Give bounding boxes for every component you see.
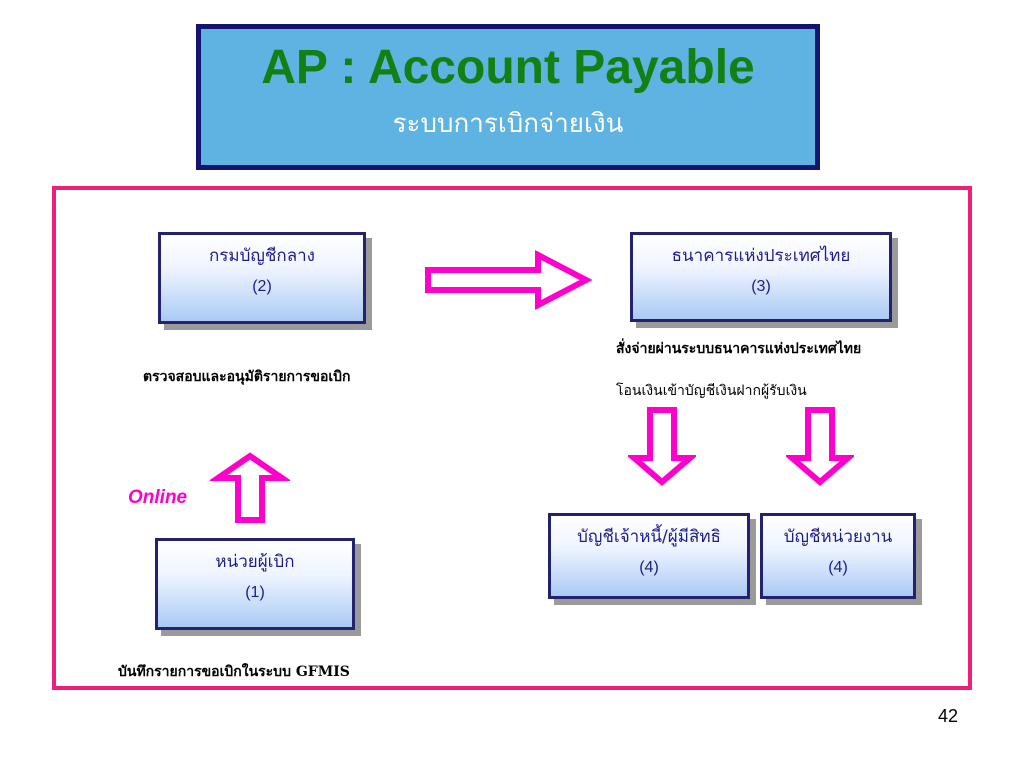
node-requester-number: (1) (245, 584, 265, 601)
node-bank-number: (3) (751, 278, 771, 295)
up-arrow-icon (210, 452, 290, 523)
node-creditor-number: (4) (639, 559, 659, 576)
right-arrow-icon (425, 250, 593, 310)
node-requester-label: หน่วยผู้เบิก (215, 552, 295, 572)
node-creditor-account: บัญชีเจ้าหนี้/ผู้มีสิทธิ (4) (548, 513, 750, 599)
down-arrow-icon (628, 407, 696, 486)
page-number: 42 (938, 706, 959, 726)
note-transfer: โอนเงินเข้าบัญชีเงินฝากผู้รับเงิน (616, 383, 807, 399)
node-agency-label: บัญชีหน่วยงาน (783, 527, 893, 547)
slide-title: AP : Account Payable (261, 41, 755, 94)
node-comptroller-number: (2) (252, 278, 272, 295)
node-agency-account: บัญชีหน่วยงาน (4) (760, 513, 916, 599)
note-verify: ตรวจสอบและอนุมัติรายการขอเบิก (143, 369, 351, 385)
node-agency-number: (4) (828, 559, 848, 576)
note-bank-order: สั่งจ่ายผ่านระบบธนาคารแห่งประเทศไทย (616, 341, 862, 357)
note-record: บันทึกรายการขอเบิกในระบบ GFMIS (118, 664, 350, 680)
node-bank: ธนาคารแห่งประเทศไทย (3) (630, 232, 892, 322)
down-arrow-icon (786, 407, 854, 486)
diagram-frame (52, 186, 972, 690)
node-comptroller-label: กรมบัญชีกลาง (208, 246, 315, 266)
node-requester: หน่วยผู้เบิก (1) (155, 538, 355, 630)
node-comptroller: กรมบัญชีกลาง (2) (158, 232, 366, 324)
title-box: AP : Account Payable ระบบการเบิกจ่ายเงิน (196, 24, 820, 170)
online-label: Online (128, 487, 188, 508)
node-bank-label: ธนาคารแห่งประเทศไทย (671, 246, 851, 266)
node-creditor-label: บัญชีเจ้าหนี้/ผู้มีสิทธิ (577, 527, 721, 547)
slide-subtitle: ระบบการเบิกจ่ายเงิน (392, 109, 624, 139)
